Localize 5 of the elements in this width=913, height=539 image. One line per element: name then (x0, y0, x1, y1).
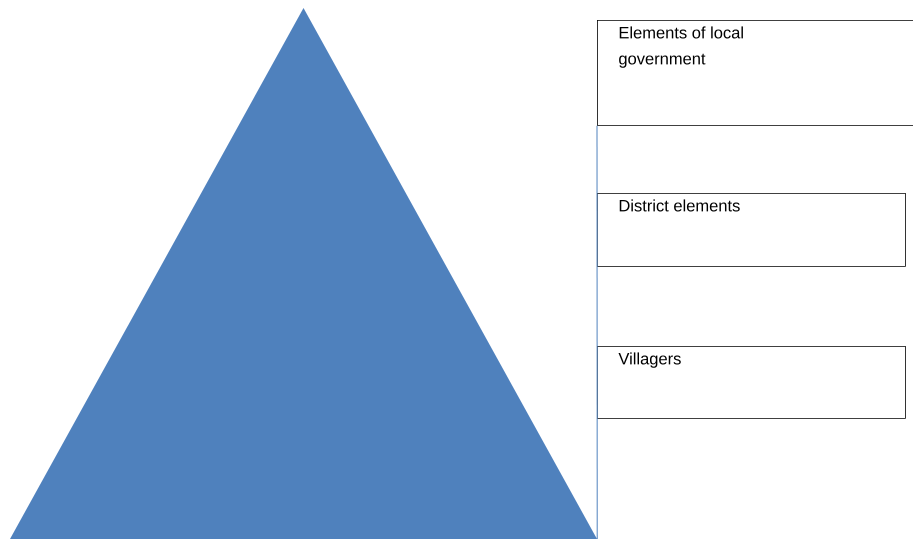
text-box: Elements of local government (597, 20, 913, 126)
connector-line (596, 125, 598, 539)
text-box: Villagers (597, 346, 906, 419)
text-box: District elements (597, 193, 906, 267)
triangle-shape (10, 8, 597, 539)
